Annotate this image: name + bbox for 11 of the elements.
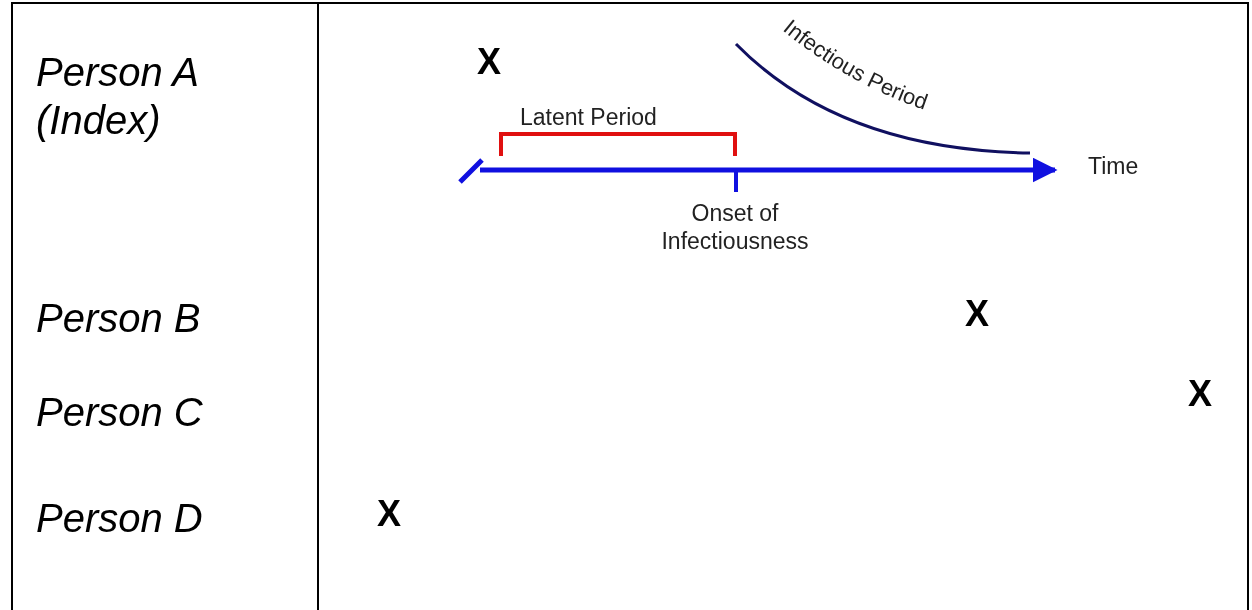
event-marker: X: [965, 292, 989, 336]
axis-label: Onset of Infectiousness: [660, 200, 810, 256]
axis-label: Time: [1088, 153, 1139, 181]
event-marker: X: [1188, 372, 1212, 416]
row-label: Person D: [36, 495, 203, 542]
row-label: Person C: [36, 389, 203, 436]
event-marker: X: [377, 492, 401, 536]
event-marker: X: [477, 40, 501, 84]
row-label: Person B: [36, 295, 201, 342]
axis-label: Latent Period: [520, 104, 657, 132]
row-label: Person A (Index): [36, 49, 199, 144]
